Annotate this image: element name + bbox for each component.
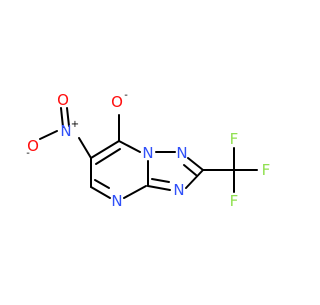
atom-f-bottom: F — [230, 192, 239, 210]
atom-f-top: F — [230, 130, 239, 148]
atom-n-triazole-top: N — [176, 144, 187, 162]
bond-nnitro-otop-2 — [60, 107, 64, 128]
bond-c5-n4 — [90, 186, 111, 199]
structure-svg: O - N + O O - N N N N F F F — [26, 90, 270, 210]
bond-c2-n3 — [185, 169, 204, 189]
atom-o-nitro-left: O — [27, 137, 39, 155]
bond-nnitro-otop — [66, 107, 70, 127]
bond-c7-c6-inner — [95, 148, 121, 165]
bond-c7-n8 — [118, 140, 141, 153]
bond-c5-n4-inner — [94, 179, 110, 189]
bond-n4-c3a — [123, 185, 147, 199]
bond-c3a-n3 — [147, 185, 171, 191]
bond-nnitro-oleft — [39, 130, 58, 140]
charge-o-nitro-left: - — [26, 148, 30, 159]
bond-c3a-n3-inner — [151, 178, 170, 183]
bond-n1-c2-inner — [183, 164, 197, 176]
atom-f-right: F — [262, 161, 271, 179]
atom-o-nitro-top: O — [57, 91, 69, 109]
atom-n-pyrimidine: N — [111, 192, 122, 210]
atom-n-bridge: N — [142, 144, 153, 162]
atom-n-triazole-bottom: N — [173, 181, 184, 199]
molecule-drawing: O - N + O O - N N N N F F F — [26, 90, 270, 210]
bond-n1-c2 — [187, 157, 204, 171]
charge-n-nitro: + — [71, 119, 79, 130]
bond-c6-nnitro — [78, 137, 92, 159]
atom-labels: O - N + O O - N N N N F F F — [26, 90, 270, 210]
atom-n-nitro: N — [60, 122, 71, 140]
bonds — [39, 107, 258, 199]
bond-c7-c6 — [90, 140, 120, 159]
charge-o-alkoxide: - — [124, 90, 128, 101]
atom-o-alkoxide: O — [111, 93, 123, 111]
